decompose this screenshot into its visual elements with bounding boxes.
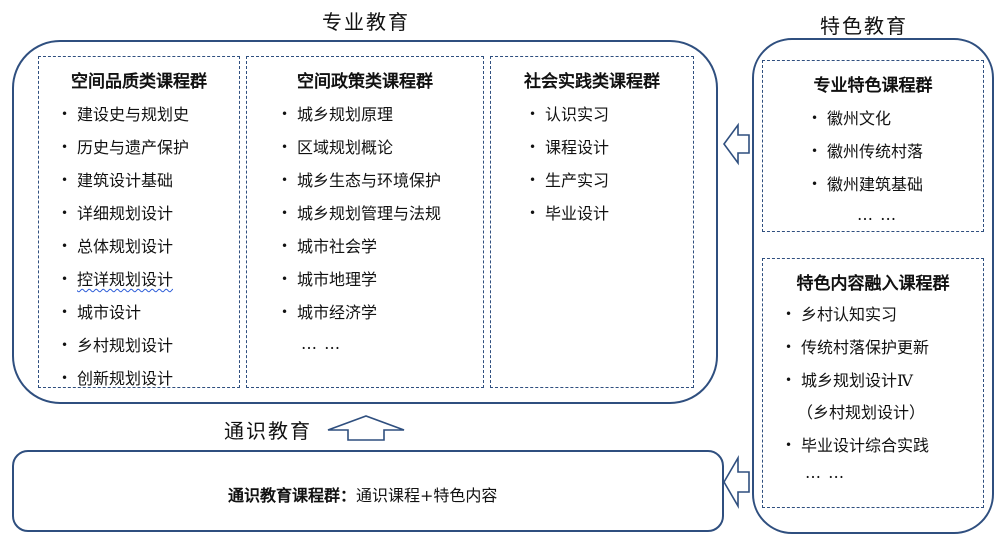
list-item: •生产实习: [529, 164, 693, 197]
hollow-arrow-left-icon: [723, 455, 750, 509]
group-title: 空间品质类课程群: [71, 72, 207, 92]
bullet-icon: •: [61, 173, 69, 187]
list-item: •城乡生态与环境保护: [281, 164, 483, 197]
list-item: •城市社会学: [281, 230, 483, 263]
list-item-note: （乡村规划设计）: [797, 403, 926, 422]
general-education-title: 通识教育: [224, 419, 312, 443]
list-item: •城市地理学: [281, 263, 483, 296]
bullet-icon: •: [785, 373, 793, 387]
bullet-icon: •: [281, 107, 289, 121]
list-item: •徽州传统村落: [811, 135, 983, 168]
list-item: •城乡规划管理与法规: [281, 197, 483, 230]
social-practice-course-group: 社会实践类课程群 •认识实习 •课程设计 •生产实习 •毕业设计: [490, 56, 694, 388]
list-item: •乡村规划设计: [61, 329, 239, 362]
list-item: •建设史与规划史: [61, 98, 239, 131]
ellipsis: … …: [301, 334, 342, 353]
feature-content-integration-course-group: 特色内容融入课程群 •乡村认知实习 •传统村落保护更新 •城乡规划设计Ⅳ （乡村…: [762, 258, 984, 508]
featured-education-title: 特色教育: [820, 14, 908, 38]
group-title: 社会实践类课程群: [524, 72, 660, 92]
list-item: •传统村落保护更新: [785, 331, 983, 364]
course-list: •徽州文化 •徽州传统村落 •徽州建筑基础: [811, 102, 983, 201]
bullet-icon: •: [61, 338, 69, 352]
general-education-text: 通识教育课程群：通识课程+特色内容: [228, 482, 497, 506]
general-education-box: 通识教育课程群：通识课程+特色内容: [12, 450, 724, 532]
list-item: •创新规划设计: [61, 362, 239, 395]
specialty-feature-course-group: 专业特色课程群 •徽州文化 •徽州传统村落 •徽州建筑基础 … …: [762, 60, 984, 232]
list-item: •毕业设计综合实践: [785, 429, 983, 462]
group-title: 特色内容融入课程群: [796, 274, 950, 294]
list-item: •城乡规划设计Ⅳ: [785, 364, 983, 397]
list-item: •乡村认知实习: [785, 298, 983, 331]
bullet-icon: •: [61, 239, 69, 253]
list-item: •建筑设计基础: [61, 164, 239, 197]
bullet-icon: •: [785, 307, 793, 321]
bullet-icon: •: [281, 305, 289, 319]
group-title: 专业特色课程群: [813, 76, 933, 96]
bullet-icon: •: [785, 438, 793, 452]
hollow-arrow-left-icon: [723, 122, 750, 166]
list-item: •城乡规划原理: [281, 98, 483, 131]
list-item: •毕业设计: [529, 197, 693, 230]
ellipsis: … …: [805, 463, 846, 482]
bullet-icon: •: [61, 305, 69, 319]
bullet-icon: •: [529, 140, 537, 154]
list-item: •城市经济学: [281, 296, 483, 329]
bullet-icon: •: [811, 144, 819, 158]
list-item: •徽州文化: [811, 102, 983, 135]
list-item: •历史与遗产保护: [61, 131, 239, 164]
bullet-icon: •: [281, 239, 289, 253]
general-education-label: 通识教育课程群：: [228, 486, 357, 505]
general-education-content: 通识课程+特色内容: [356, 486, 498, 505]
professional-education-title: 专业教育: [322, 10, 410, 34]
bullet-icon: •: [61, 371, 69, 385]
bullet-icon: •: [281, 173, 289, 187]
list-item: •课程设计: [529, 131, 693, 164]
ellipsis: … …: [857, 205, 898, 224]
course-list: •建设史与规划史 •历史与遗产保护 •建筑设计基础 •详细规划设计 •总体规划设…: [61, 98, 239, 395]
list-item: •区域规划概论: [281, 131, 483, 164]
bullet-icon: •: [61, 107, 69, 121]
group-title: 空间政策类课程群: [297, 72, 433, 92]
bullet-icon: •: [529, 173, 537, 187]
bullet-icon: •: [785, 340, 793, 354]
list-item: •详细规划设计: [61, 197, 239, 230]
bullet-icon: •: [281, 206, 289, 220]
bullet-icon: •: [529, 107, 537, 121]
professional-education-container: [12, 40, 718, 404]
list-item: •认识实习: [529, 98, 693, 131]
bullet-icon: •: [61, 140, 69, 154]
bullet-icon: •: [529, 206, 537, 220]
space-quality-course-group: 空间品质类课程群 •建设史与规划史 •历史与遗产保护 •建筑设计基础 •详细规划…: [38, 56, 240, 388]
list-item: •城市设计: [61, 296, 239, 329]
list-item: •徽州建筑基础: [811, 168, 983, 201]
hollow-arrow-up-icon: [327, 415, 405, 441]
bullet-icon: •: [811, 177, 819, 191]
featured-education-container: [752, 38, 994, 534]
bullet-icon: •: [61, 272, 69, 286]
bullet-icon: •: [61, 206, 69, 220]
course-list: •乡村认知实习 •传统村落保护更新 •城乡规划设计Ⅳ （乡村规划设计） •毕业设…: [785, 298, 983, 462]
bullet-icon: •: [811, 111, 819, 125]
space-policy-course-group: 空间政策类课程群 •城乡规划原理 •区域规划概论 •城乡生态与环境保护 •城乡规…: [246, 56, 484, 388]
bullet-icon: •: [281, 140, 289, 154]
bullet-icon: •: [281, 272, 289, 286]
course-list: •城乡规划原理 •区域规划概论 •城乡生态与环境保护 •城乡规划管理与法规 •城…: [281, 98, 483, 329]
course-list: •认识实习 •课程设计 •生产实习 •毕业设计: [529, 98, 693, 230]
list-item: •控详规划设计: [61, 263, 239, 296]
list-item: •总体规划设计: [61, 230, 239, 263]
